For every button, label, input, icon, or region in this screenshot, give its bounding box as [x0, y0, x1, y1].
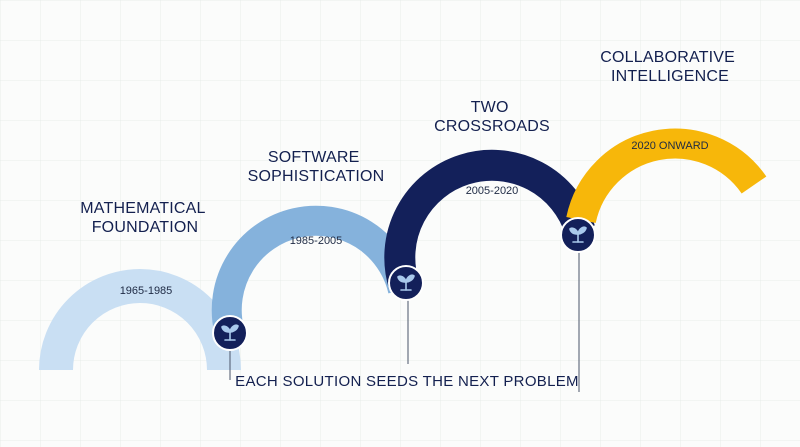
diagram-caption: EACH SOLUTION SEEDS THE NEXT PROBLEM [235, 373, 579, 390]
stage-title-1-line-2: FOUNDATION [92, 219, 199, 236]
sprout-icon [397, 274, 415, 291]
stage-period-2: 1985-2005 [290, 235, 343, 247]
sprout-icon [569, 226, 587, 243]
stage-title-3: TWO CROSSROADS [434, 99, 550, 135]
stage-arch-1 [39, 269, 241, 371]
stage-title-2-line-2: SOPHISTICATION [248, 168, 385, 185]
stage-title-1-line-1: MATHEMATICAL [80, 200, 205, 217]
stage-arch-3 [384, 149, 595, 290]
stage-title-2-line-1: SOFTWARE [268, 149, 360, 166]
stage-title-3-line-2: CROSSROADS [434, 118, 550, 135]
stage-period-3: 2005-2020 [466, 185, 519, 197]
sprout-icon [221, 324, 239, 341]
stage-arch-4 [566, 128, 767, 224]
stage-title-4: COLLABORATIVE INTELLIGENCE [600, 49, 739, 85]
stage-node-2 [388, 265, 424, 301]
stage-title-4-line-2: INTELLIGENCE [611, 68, 729, 85]
stage-title-4-line-1: COLLABORATIVE [600, 49, 735, 66]
stage-title-1: MATHEMATICAL FOUNDATION [80, 200, 209, 236]
stage-node-3 [560, 217, 596, 253]
stage-node-1 [212, 315, 248, 351]
stage-title-3-line-1: TWO [471, 99, 509, 116]
stage-period-4: 2020 ONWARD [631, 140, 708, 152]
stage-period-1: 1965-1985 [120, 285, 173, 297]
stage-title-2: SOFTWARE SOPHISTICATION [248, 149, 385, 185]
